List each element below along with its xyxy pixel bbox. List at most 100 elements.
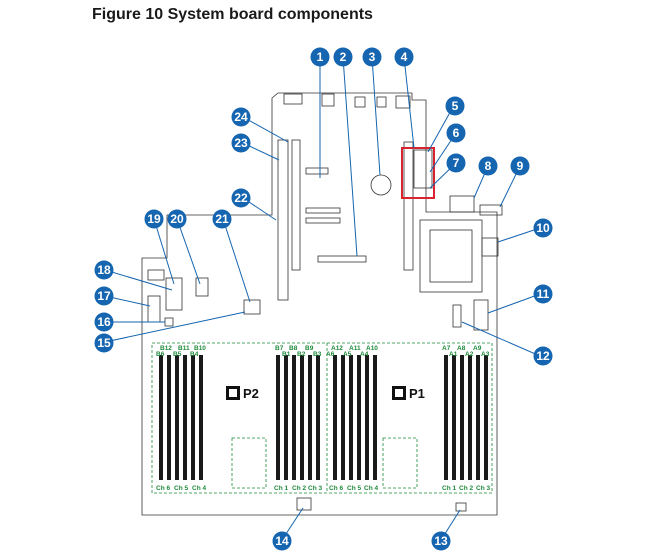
drive-connector [481, 237, 499, 257]
rear-io-connector [395, 95, 411, 109]
dimm-slot-label: A12 [331, 345, 343, 352]
p1-vr-area [382, 437, 418, 489]
channel-label: Ch 5 [174, 485, 188, 492]
callout-2: 2 [333, 47, 353, 67]
callout-circle [231, 107, 251, 127]
callout-number: 24 [234, 110, 248, 124]
callout-17: 17 [94, 286, 114, 306]
dimm-slot [452, 355, 456, 480]
channel-label: Ch 2 [292, 485, 306, 492]
leader-line [487, 293, 541, 314]
callout-circle [310, 47, 330, 67]
dimm-slot [460, 355, 464, 480]
callout-15: 15 [94, 333, 114, 353]
callout-circle [362, 47, 382, 67]
left-connector [164, 317, 174, 327]
left-connector [147, 269, 165, 281]
callout-number: 9 [517, 159, 524, 173]
sata-connector [452, 304, 462, 328]
fan-connector [479, 204, 503, 216]
callout-number: 6 [453, 126, 460, 140]
rear-io-connector [354, 96, 366, 108]
callouts: 1 2 3 4 5 6 7 8 9 10 11 12 13 14 15 16 1… [94, 47, 553, 551]
callout-circle [94, 260, 114, 280]
dimm-labels-p1-left: A12 A6 A11 A5 A10 A4 [326, 345, 378, 358]
front-panel-connector [473, 299, 489, 331]
callout-21: 21 [212, 209, 232, 229]
leader-line [497, 227, 541, 243]
leader-line [403, 56, 415, 149]
dimm-slot-label: A9 [473, 345, 482, 352]
callout-3: 3 [362, 47, 382, 67]
callout-9: 9 [510, 156, 530, 176]
riser-slot [403, 141, 414, 271]
callout-12: 12 [533, 346, 553, 366]
rear-io-connector [321, 93, 335, 107]
dimm-slot [284, 355, 288, 480]
header-connector [305, 167, 329, 175]
dimm-slot [159, 355, 163, 480]
callout-16: 16 [94, 312, 114, 332]
dimm-slot [333, 355, 337, 480]
callout-number: 20 [170, 212, 184, 226]
dimm-slot [373, 355, 377, 480]
callout-number: 23 [234, 136, 248, 150]
callout-7: 7 [446, 153, 466, 173]
channel-label: Ch 5 [347, 485, 361, 492]
callout-circle [510, 156, 530, 176]
callout-number: 17 [97, 289, 111, 303]
leader-line [427, 106, 454, 153]
riser-slot [277, 139, 289, 301]
callout-1: 1 [310, 47, 330, 67]
dimm-labels-p1-right: A7 A1 A8 A2 A9 A3 [442, 345, 490, 358]
dimm-slot [199, 355, 203, 480]
callout-number: 13 [434, 534, 448, 548]
dimm-slot-label: B12 [160, 345, 172, 352]
left-connector [147, 295, 161, 323]
callout-number: 12 [536, 349, 550, 363]
callout-circle [533, 346, 553, 366]
leader-line [371, 56, 381, 176]
callout-circle [167, 209, 187, 229]
callout-circle [231, 133, 251, 153]
callout-circle [212, 209, 232, 229]
figure-title: Figure 10 System board components [92, 6, 373, 23]
dimm-slot-label: A8 [457, 345, 466, 352]
dimm-slot-label: A11 [349, 345, 361, 352]
callout-number: 11 [537, 287, 550, 301]
callout-circle [94, 333, 114, 353]
callout-24: 24 [231, 107, 251, 127]
callout-number: 14 [275, 534, 289, 548]
rear-io-connector [376, 96, 387, 108]
channel-label: Ch 3 [308, 485, 322, 492]
dimm-slot [468, 355, 472, 480]
callout-circle [446, 123, 466, 143]
chip-icon-inner [395, 389, 403, 397]
system-battery [370, 174, 392, 196]
leader-line [342, 56, 358, 257]
callout-10: 10 [533, 218, 553, 238]
dimm-slot [476, 355, 480, 480]
dimm-slot [308, 355, 312, 480]
callout-circle [231, 188, 251, 208]
callout-5: 5 [445, 96, 465, 116]
dimm-slot [357, 355, 361, 480]
callout-number: 7 [453, 156, 460, 170]
callout-circle [94, 286, 114, 306]
heatsink-fins [429, 229, 473, 283]
channel-label: Ch 6 [329, 485, 343, 492]
dimm-slot-label: A10 [366, 345, 378, 352]
callout-6: 6 [446, 123, 466, 143]
heatsink [419, 219, 483, 293]
chip-icon-inner [229, 389, 237, 397]
dimm-slot-label: B11 [178, 345, 190, 352]
callout-circle [533, 218, 553, 238]
tpm-connector [243, 299, 261, 315]
dimm-slot-label: A6 [326, 351, 335, 358]
callout-number: 10 [536, 221, 550, 235]
callout-circle [144, 209, 164, 229]
power-connector [449, 195, 475, 213]
callout-4: 4 [394, 47, 414, 67]
channel-label: Ch 4 [192, 485, 206, 492]
callout-23: 23 [231, 133, 251, 153]
